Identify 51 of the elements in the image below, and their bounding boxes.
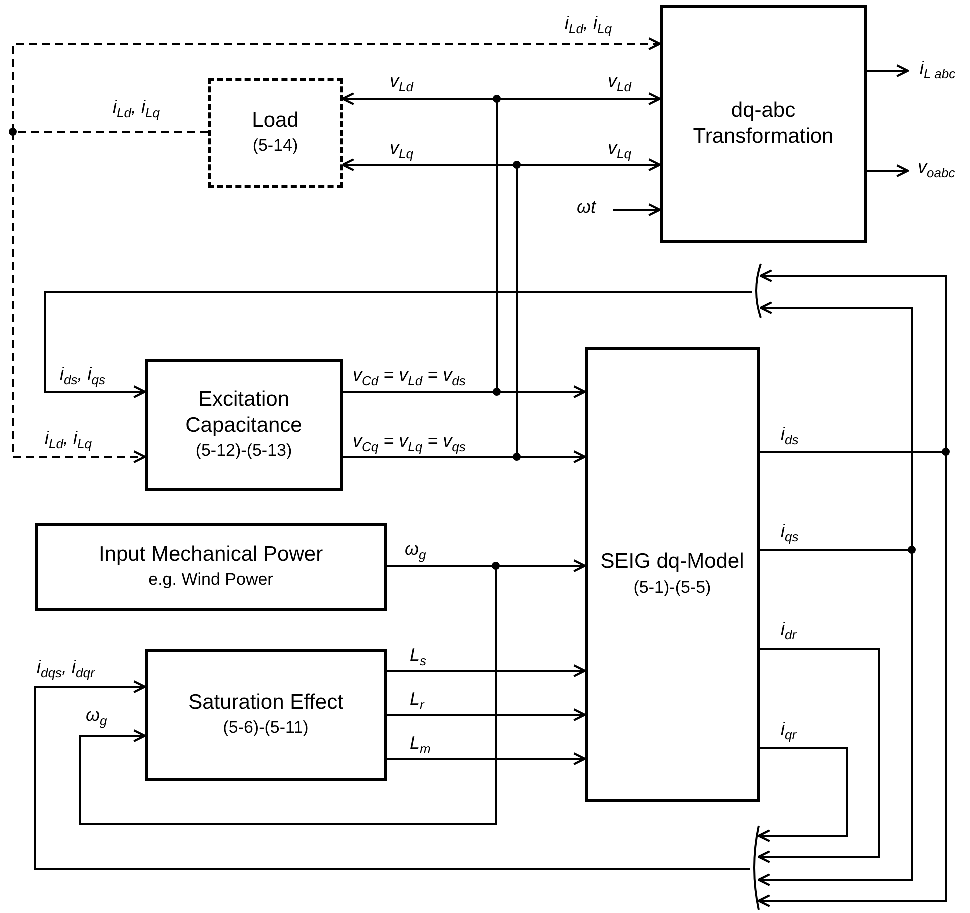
signal-arrow xyxy=(758,648,880,864)
signal-label: i$_{dqs}$, i$_{dqr}$ xyxy=(37,658,95,681)
process-block xyxy=(660,5,867,243)
process-block xyxy=(585,347,760,802)
signal-arrow xyxy=(387,708,586,722)
equation-reference: (5-14) xyxy=(252,135,298,158)
block-title: SEIG dq-Model xyxy=(600,549,744,576)
signal-label: v$_{Lq}$ xyxy=(390,139,414,162)
signal-label: i$_{dr}$ xyxy=(781,620,797,643)
equation-reference: (5-1)-(5-5) xyxy=(634,576,712,599)
equation-reference: (5-12)-(5-13) xyxy=(196,440,292,462)
signal-label: i$_{qs}$ xyxy=(781,522,799,545)
signal-label: v$_{Ld}$ xyxy=(390,72,414,95)
signal-arrow xyxy=(867,164,910,178)
equation-reference: e.g. Wind Power xyxy=(148,569,274,592)
signal-arrow xyxy=(758,747,848,842)
process-block xyxy=(145,649,387,781)
process-block xyxy=(35,523,387,611)
process-block xyxy=(145,359,343,491)
signal-arrow xyxy=(387,752,586,766)
block-title: Excitation Capacitance xyxy=(184,386,304,440)
signal-label: i$_{Ld}$, i$_{Lq}$ xyxy=(565,14,612,37)
signal-label: v$_{Ld}$ xyxy=(608,72,632,95)
signal-label: L$_{m}$ xyxy=(410,734,431,757)
block-title: dq-abc Transformation xyxy=(692,98,835,150)
equation-reference: (5-6)-(5-11) xyxy=(223,717,309,740)
block-title: Saturation Effect xyxy=(188,690,344,716)
signal-arrow xyxy=(387,664,586,678)
signal-label: i$_{qr}$ xyxy=(781,720,797,743)
block-title: Load xyxy=(252,108,299,134)
block-title: Input Mechanical Power xyxy=(98,542,324,568)
signal-label: v$_{Cq}$ = v$_{Lq}$ = v$_{qs}$ xyxy=(353,432,466,455)
signal-label: i$_{Ld}$, i$_{Lq}$ xyxy=(113,98,160,121)
signal-label: i$_{L abc}$ xyxy=(920,59,956,82)
signal-label: L$_{s}$ xyxy=(410,646,427,669)
signal-label: i$_{ds}$ xyxy=(781,425,799,448)
signal-label: v$_{Lq}$ xyxy=(608,139,632,162)
signal-label: L$_{r}$ xyxy=(410,690,424,713)
signal-arrow xyxy=(44,291,752,398)
signal-arrow xyxy=(867,64,910,78)
signal-label: ω$_{g}$ xyxy=(405,540,426,563)
signal-label: v$_{Cd}$ = v$_{Ld}$ = v$_{ds}$ xyxy=(353,366,466,389)
signal-arrow xyxy=(34,680,750,870)
signal-label: i$_{Ld}$, i$_{Lq}$ xyxy=(45,429,92,452)
signal-arrow xyxy=(79,565,497,825)
signal-label: ω$_{g}$ xyxy=(86,706,108,729)
signal-arrow xyxy=(613,204,662,216)
signal-label: v$_{oabc}$ xyxy=(918,158,956,181)
signal-label: ωt xyxy=(577,198,596,218)
signal-label: i$_{ds}$, i$_{qs}$ xyxy=(60,365,106,388)
process-block xyxy=(208,78,343,188)
